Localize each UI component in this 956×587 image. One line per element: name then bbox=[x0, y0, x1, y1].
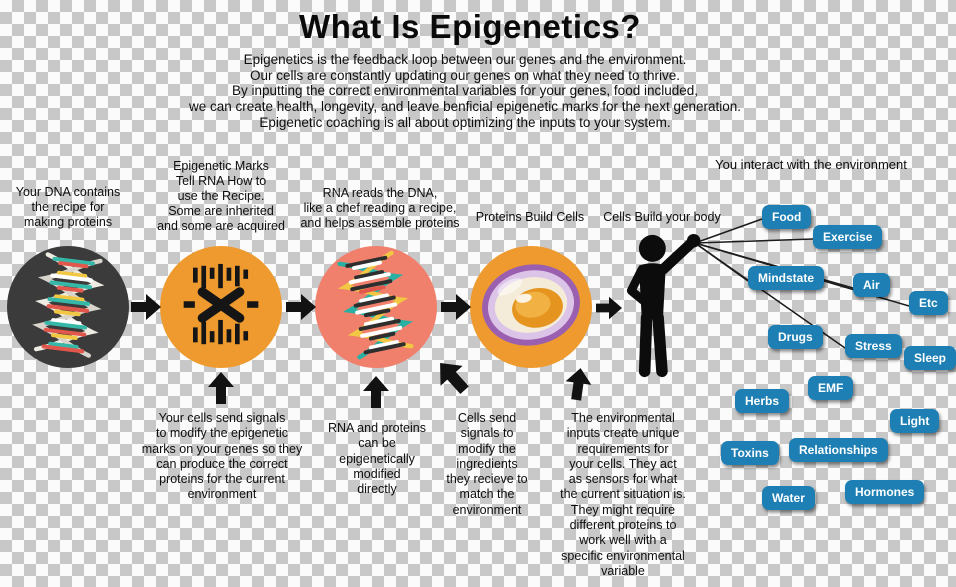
environment-heading: You interact with the environment bbox=[715, 157, 907, 172]
stage-label-epigenetic-marks: Epigenetic Marks Tell RNA How to use the… bbox=[157, 159, 285, 233]
env-tag-exercise: Exercise bbox=[813, 225, 883, 249]
feedback-note-cells-signals: Your cells send signals to modify the ep… bbox=[141, 411, 303, 502]
stage-circle-cell bbox=[470, 246, 592, 368]
intro-paragraph: Epigenetics is the feedback loop between… bbox=[0, 52, 930, 131]
env-tag-relationships: Relationships bbox=[789, 438, 888, 462]
stage-label-proteins: Proteins Build Cells bbox=[475, 210, 585, 224]
epigenetic-marks-icon bbox=[165, 249, 277, 366]
page-title: What Is Epigenetics? bbox=[299, 8, 641, 45]
env-tag-herbs: Herbs bbox=[735, 389, 790, 413]
env-tag-sleep: Sleep bbox=[904, 346, 956, 370]
feedback-arrow-icon bbox=[427, 351, 481, 406]
env-tag-hormones: Hormones bbox=[845, 480, 925, 504]
intro-line: By inputting the correct environmental v… bbox=[231, 83, 698, 99]
env-tag-mindstate: Mindstate bbox=[748, 266, 825, 290]
stage-circle-epigenetic-marks bbox=[160, 246, 282, 368]
stage-label-rna: RNA reads the DNA, like a chef reading a… bbox=[300, 186, 460, 230]
flow-arrow-icon bbox=[286, 293, 316, 326]
env-tag-stress: Stress bbox=[845, 334, 902, 358]
stage-label-dna: Your DNA contains the recipe for making … bbox=[15, 185, 121, 229]
dna-helix-icon bbox=[10, 246, 127, 369]
env-tag-etc: Etc bbox=[909, 291, 948, 315]
feedback-arrow-icon bbox=[561, 365, 594, 408]
flow-arrow-icon bbox=[131, 293, 161, 326]
env-tag-water: Water bbox=[762, 486, 815, 510]
env-tag-food: Food bbox=[762, 205, 812, 229]
env-tag-light: Light bbox=[890, 409, 940, 433]
flow-arrow-icon bbox=[441, 293, 471, 326]
stage-circle-rna bbox=[315, 246, 437, 368]
env-tag-toxins: Toxins bbox=[721, 441, 779, 465]
flow-arrow-icon bbox=[596, 295, 622, 326]
feedback-arrow-icon bbox=[207, 372, 235, 409]
feedback-note-environment-inputs: The environmental inputs create unique r… bbox=[560, 411, 686, 578]
cell-icon bbox=[472, 246, 590, 369]
intro-line: Epigenetics is the feedback loop between… bbox=[243, 52, 687, 67]
person-icon bbox=[608, 233, 714, 384]
stage-label-body: Cells Build your body bbox=[603, 210, 721, 224]
feedback-note-ingredients: Cells send signals to modify the ingredi… bbox=[446, 411, 528, 517]
stage-circle-dna bbox=[7, 246, 129, 368]
intro-line: Our cells are constantly updating our ge… bbox=[249, 67, 680, 83]
feedback-note-rna-modified: RNA and proteins can be epigenetically m… bbox=[328, 421, 426, 497]
intro-line: we can create health, longevity, and lea… bbox=[188, 99, 742, 115]
feedback-arrow-icon bbox=[362, 376, 390, 413]
env-tag-air: Air bbox=[853, 273, 890, 297]
rna-helix-icon bbox=[314, 242, 439, 372]
env-tag-drugs: Drugs bbox=[768, 325, 823, 349]
env-tag-emf: EMF bbox=[808, 376, 854, 400]
intro-line: Epigenetic coaching is all about optimiz… bbox=[259, 114, 671, 130]
